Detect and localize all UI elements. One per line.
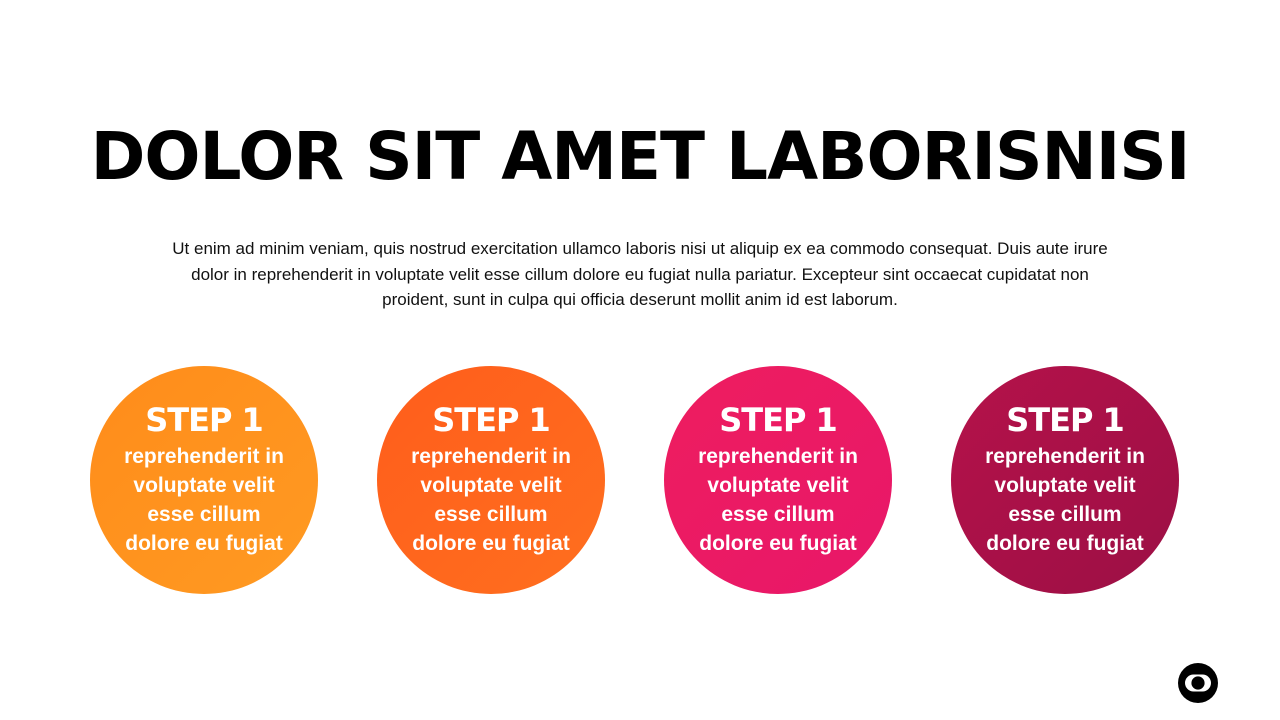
globo-logo-icon [1178, 663, 1218, 703]
step-circle-3: STEP 1 reprehenderit in voluptate velit … [664, 366, 892, 594]
step-circle-1: STEP 1 reprehenderit in voluptate velit … [90, 366, 318, 594]
step-circle-4: STEP 1 reprehenderit in voluptate velit … [951, 366, 1179, 594]
step-circle-2: STEP 1 reprehenderit in voluptate velit … [377, 366, 605, 594]
step-title: STEP 1 [1006, 401, 1125, 439]
step-description: reprehenderit in voluptate velit esse ci… [985, 445, 1145, 555]
slide-title: DOLOR SIT AMET LABORISNISI [90, 118, 1191, 195]
step-title: STEP 1 [145, 401, 264, 439]
step-description: reprehenderit in voluptate velit esse ci… [124, 445, 284, 555]
step-description: reprehenderit in voluptate velit esse ci… [411, 445, 571, 555]
slide-body-text: Ut enim ad minim veniam, quis nostrud ex… [172, 239, 1108, 309]
steps-row: STEP 1 reprehenderit in voluptate velit … [0, 366, 1280, 594]
step-description: reprehenderit in voluptate velit esse ci… [698, 445, 858, 555]
step-title: STEP 1 [719, 401, 838, 439]
step-title: STEP 1 [432, 401, 551, 439]
